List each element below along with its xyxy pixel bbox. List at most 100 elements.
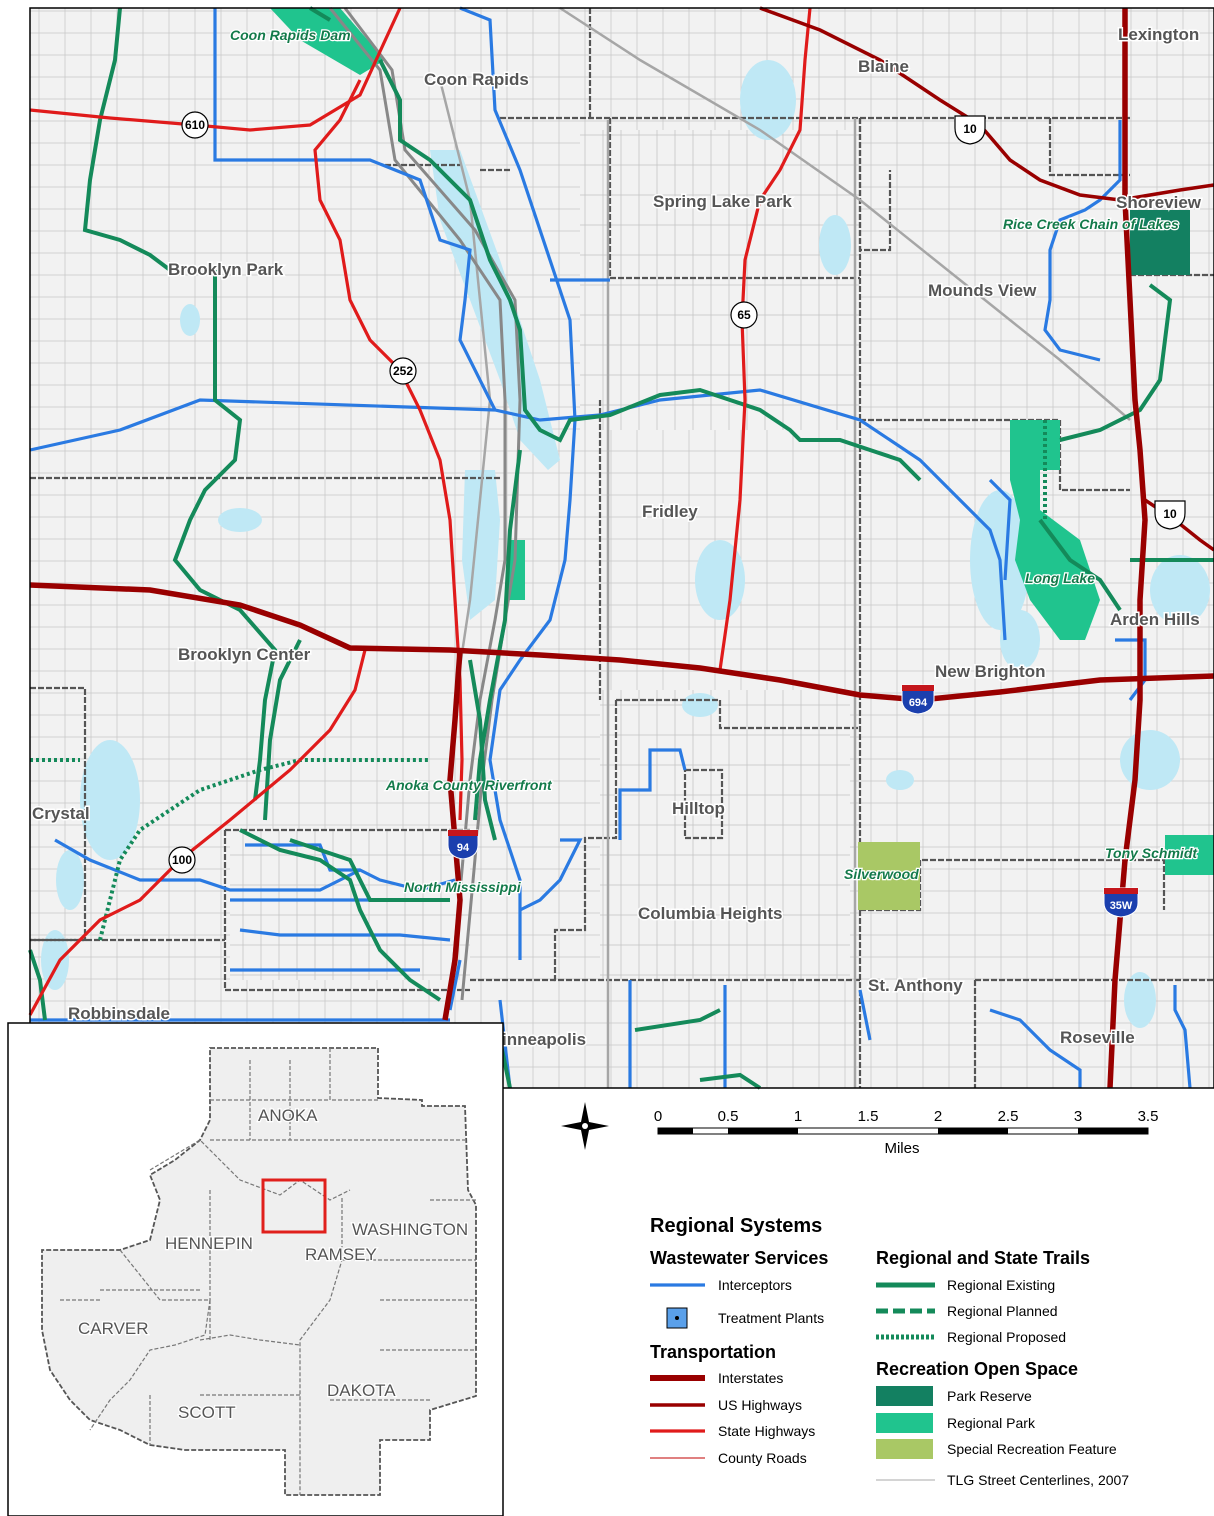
park-reserve-rice-creek	[1130, 210, 1190, 275]
legend-item: TLG Street Centerlines, 2007	[947, 1472, 1129, 1488]
park-label: North Mississippi	[404, 879, 522, 895]
legend-item: Regional Park	[947, 1415, 1036, 1431]
city-label: Spring Lake Park	[653, 192, 792, 211]
county-labels: ANOKA HENNEPIN RAMSEY WASHINGTON CARVER …	[77, 1105, 470, 1424]
shield-label: 610	[185, 118, 205, 132]
scale-tick-label: 3	[1074, 1108, 1082, 1125]
park-label: Anoka County Riverfront	[385, 777, 553, 793]
trails-existing	[28, 6, 1214, 1090]
city-label: Lexington	[1118, 25, 1199, 44]
legend-swatch-park-reserve	[876, 1386, 933, 1406]
legend-item: Regional Proposed	[947, 1329, 1066, 1345]
legend-item: Regional Existing	[947, 1277, 1055, 1293]
legend-item: Interceptors	[718, 1277, 792, 1293]
shield-label: 694	[909, 697, 928, 709]
legend-swatch-special-recreation	[876, 1439, 933, 1459]
main-map: 610 252 65 100 10 10 694 94 35W Coon Rap…	[28, 6, 1214, 1090]
shield-label: 94	[457, 842, 470, 854]
shield-interstate-94: 94	[447, 829, 479, 860]
shield-interstate-35w: 35W	[1103, 887, 1139, 918]
shield-interstate-694: 694	[901, 684, 935, 715]
inset-county-lines	[60, 1048, 476, 1495]
legend-item: Special Recreation Feature	[947, 1441, 1117, 1457]
city-label: Columbia Heights	[638, 904, 783, 923]
map-border	[29, 7, 1214, 1089]
park-label: Coon Rapids Dam	[230, 27, 351, 43]
scale-tick-label: 1	[794, 1108, 802, 1125]
shield-label: 10	[963, 122, 977, 136]
legend-item: Treatment Plants	[718, 1310, 824, 1326]
shield-state-100: 100	[168, 846, 196, 874]
regional-park-long-lake	[1010, 420, 1100, 640]
legend-item: Park Reserve	[947, 1388, 1032, 1404]
inset-locator-map: ANOKA HENNEPIN RAMSEY WASHINGTON CARVER …	[7, 1022, 504, 1516]
street-grid-block	[600, 690, 850, 980]
inset-extent-box	[261, 1178, 327, 1234]
legend-item: State Highways	[718, 1423, 815, 1439]
metro-area	[41, 1047, 477, 1496]
street-grid-block	[230, 830, 470, 980]
street-grid-block	[580, 130, 860, 430]
park-label: Silverwood	[844, 866, 919, 882]
scale-tick-label: 2	[934, 1108, 942, 1125]
legend-heading-transportation: Transportation	[650, 1342, 776, 1362]
city-label: New Brighton	[935, 662, 1046, 681]
shield-state-65: 65	[730, 301, 758, 329]
city-label: Fridley	[642, 502, 698, 521]
shield-label: 65	[737, 308, 751, 322]
city-label: inneapolis	[502, 1030, 586, 1049]
legend-item: County Roads	[718, 1450, 807, 1466]
county-label: ANOKA	[258, 1106, 318, 1125]
shield-label: 100	[172, 853, 192, 867]
legend-title: Regional Systems	[650, 1215, 822, 1237]
scale-unit: Miles	[884, 1140, 919, 1157]
shield-us-10: 10	[1154, 500, 1186, 530]
city-label: Blaine	[858, 57, 909, 76]
legend-heading-open-space: Recreation Open Space	[876, 1359, 1078, 1379]
city-label: Crystal	[32, 804, 90, 823]
legend-item: Regional Planned	[947, 1303, 1058, 1319]
special-recreation-silverwood	[858, 842, 920, 910]
water-bodies	[41, 60, 1210, 1028]
legend-heading-wastewater: Wastewater Services	[650, 1248, 828, 1268]
county-label: RAMSEY	[305, 1245, 377, 1264]
county-label: WASHINGTON	[352, 1220, 468, 1239]
regional-park-coon-rapids-dam	[270, 8, 385, 75]
scale-tick-label: 0.5	[718, 1108, 739, 1125]
shield-state-610: 610	[181, 111, 209, 139]
city-label: Coon Rapids	[424, 70, 529, 89]
legend-background	[503, 1090, 1214, 1516]
legend-item: US Highways	[718, 1397, 802, 1413]
open-space	[270, 8, 1214, 910]
county-label: DAKOTA	[327, 1381, 396, 1400]
city-label: Robbinsdale	[68, 1004, 170, 1023]
city-label: Shoreview	[1116, 193, 1202, 212]
scale-tick-label: 3.5	[1138, 1108, 1159, 1125]
city-label: Hilltop	[672, 799, 725, 818]
city-label: Brooklyn Center	[178, 645, 311, 664]
shield-us-10: 10	[954, 115, 986, 145]
park-label: Tony Schmidt	[1105, 845, 1198, 861]
shield-state-252: 252	[389, 357, 417, 385]
park-label: Rice Creek Chain of Lakes	[1003, 216, 1179, 232]
county-label: CARVER	[78, 1319, 149, 1338]
trails-proposed	[30, 420, 1047, 941]
city-label: St. Anthony	[868, 976, 963, 995]
city-label: Mounds View	[928, 281, 1037, 300]
city-label: Roseville	[1060, 1028, 1135, 1047]
city-labels: Coon Rapids Blaine Lexington Spring Lake…	[31, 24, 1204, 1051]
city-label: Arden Hills	[1110, 610, 1200, 629]
park-labels: Coon Rapids Dam Rice Creek Chain of Lake…	[229, 26, 1200, 897]
scale-tick-label: 2.5	[998, 1108, 1019, 1125]
county-label: SCOTT	[178, 1403, 236, 1422]
legend: Regional Systems Wastewater Services Int…	[650, 1215, 1129, 1488]
shield-label: 35W	[1110, 900, 1133, 912]
legend-heading-trails: Regional and State Trails	[876, 1248, 1090, 1268]
shield-label: 252	[393, 364, 413, 378]
legend-item: Interstates	[718, 1370, 783, 1386]
compass-rose-icon	[561, 1102, 609, 1150]
city-label: Brooklyn Park	[168, 260, 284, 279]
park-label: Long Lake	[1025, 570, 1095, 586]
